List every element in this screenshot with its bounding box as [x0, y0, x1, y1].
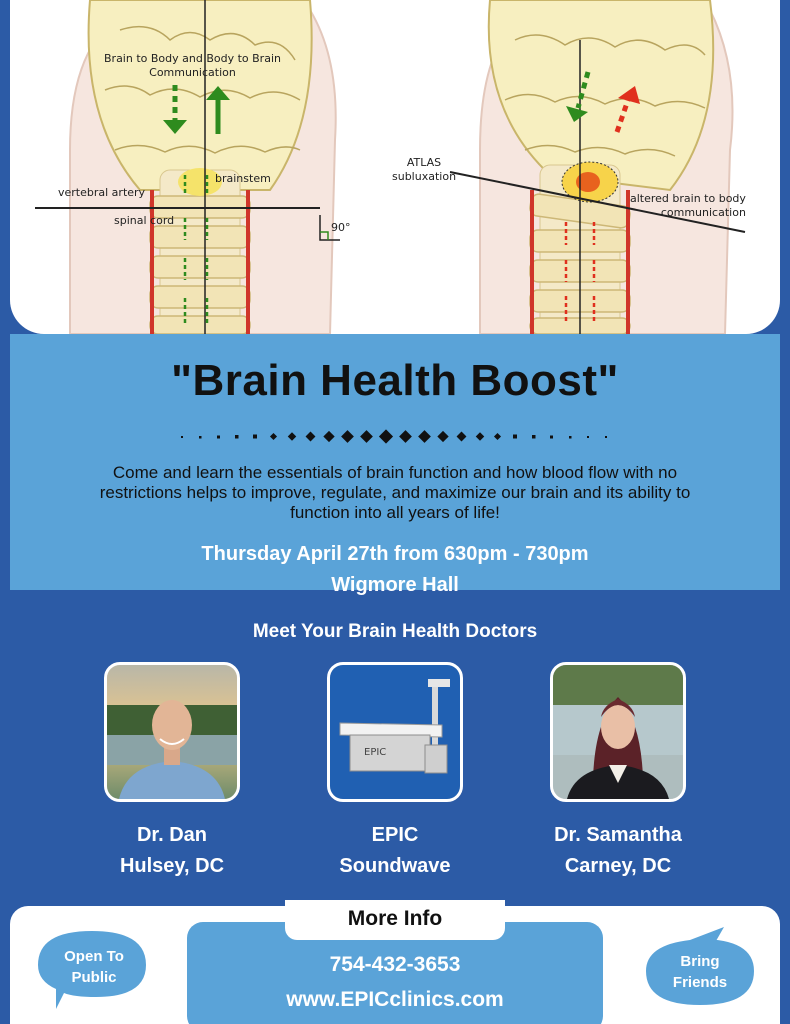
label-communication: Brain to Body and Body to Brain Communic… — [104, 52, 281, 79]
label-angle: 90° — [331, 221, 351, 234]
more-info-tab — [285, 900, 505, 940]
doctor-name-dan-hulsey: Dr. Dan Hulsey, DC — [119, 824, 225, 877]
neck-anatomy-illustration — [35, 0, 746, 334]
speech-bubble-left-icon — [38, 931, 146, 1009]
event-venue: Wigmore Hall — [331, 574, 459, 596]
epic-soundwave-device-photo: EPIC — [327, 662, 463, 802]
soundwave-table-image: EPIC — [330, 665, 460, 799]
portrait-woman-image — [553, 665, 683, 799]
more-info-heading: More Info — [347, 907, 443, 930]
label-brainstem: brainstem — [215, 172, 271, 185]
website-link[interactable]: www.EPICclinics.com — [286, 988, 504, 1011]
contact-phone[interactable]: 754-432-3653 — [329, 953, 461, 976]
doctor-photo-dan-hulsey — [104, 662, 240, 802]
epic-soundwave-name: EPIC Soundwave — [339, 824, 451, 877]
diamond-divider-icon — [181, 429, 607, 444]
event-title: "Brain Health Boost" — [171, 356, 619, 405]
neck-illustration-panel: Brain to Body and Body to Brain Communic… — [10, 0, 780, 334]
bring-friends-label: Bring Friends — [672, 953, 728, 991]
label-vertebral-artery: vertebral artery — [58, 186, 146, 199]
label-altered-communication: altered brain to body communication — [630, 192, 746, 219]
device-epic-label: EPIC — [364, 747, 386, 758]
event-date-time: Thursday April 27th from 630pm - 730pm — [201, 543, 589, 565]
speech-bubble-right-icon — [646, 927, 754, 1005]
doctor-name-samantha-carney: Dr. Samantha Carney, DC — [554, 824, 682, 877]
title-band — [10, 334, 780, 590]
open-to-public-label: Open To Public — [64, 948, 124, 986]
doctor-photo-samantha-carney — [550, 662, 686, 802]
event-description: Come and learn the essentials of brain f… — [99, 463, 691, 522]
label-atlas-subluxation: ATLAS subluxation — [392, 156, 457, 183]
portrait-man-image — [107, 665, 237, 799]
label-spinal-cord: spinal cord — [114, 214, 175, 227]
doctors-heading: Meet Your Brain Health Doctors — [252, 621, 538, 642]
